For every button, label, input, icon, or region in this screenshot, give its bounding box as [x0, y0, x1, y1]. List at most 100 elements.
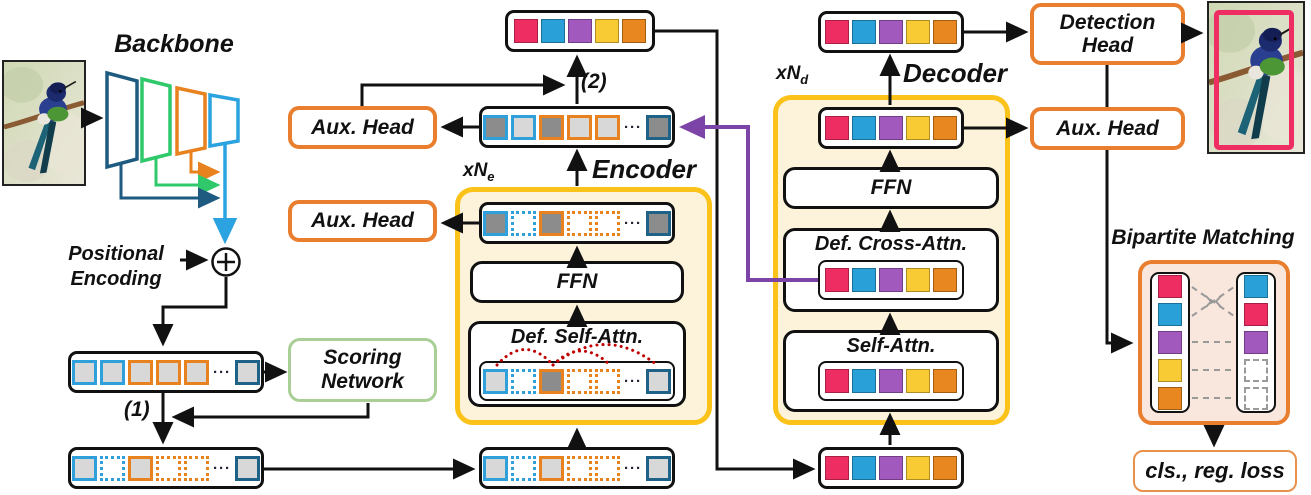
token-orange-light: [184, 359, 209, 385]
token-q-purple: [879, 20, 903, 44]
token-q-purple: [879, 116, 903, 140]
decoder-final-output-row: [818, 11, 964, 53]
token-q-blue: [541, 19, 565, 43]
token-navy-light: [235, 359, 260, 385]
token-q-purple: [879, 268, 903, 292]
token-orange-light: [595, 114, 620, 140]
token-q-yellow: [1158, 359, 1182, 382]
token-q-purple: [568, 19, 592, 43]
bipartite-prediction-column: [1150, 272, 1190, 413]
token-q-blue: [1158, 303, 1182, 326]
loss-label: cls., reg. loss: [1145, 457, 1285, 483]
token-orange-light: [567, 114, 592, 140]
backbone-stage-1: [105, 70, 139, 170]
token-q-pink: [825, 369, 849, 393]
ellipsis: ···: [213, 459, 231, 477]
bipartite-matching-label: Bipartite Matching: [1111, 226, 1295, 249]
aux-head-decoder: Aux. Head: [1030, 107, 1185, 150]
token-blue-dark: [483, 210, 508, 236]
token-orange-dotted: [595, 368, 620, 394]
backbone-stage-2: [140, 76, 172, 164]
token-q-pink: [514, 19, 538, 43]
backbone-token-row: ···: [68, 351, 264, 393]
token-blue-dark: [483, 114, 508, 140]
token-orange-dotted: [567, 210, 592, 236]
token-q-pink: [825, 20, 849, 44]
selected-query-row: [505, 10, 655, 52]
token-q-pink: [825, 456, 849, 480]
token-blue-light: [483, 368, 508, 394]
output-image: [1207, 1, 1305, 154]
token-navy-dark: [646, 114, 671, 140]
token-q-yellow: [906, 456, 930, 480]
token-q-qorange: [1158, 387, 1182, 410]
token-q-purple: [1244, 331, 1268, 354]
decoder-label: Decoder: [903, 58, 1008, 88]
token-navy-light: [646, 368, 671, 394]
token-orange-dotted: [595, 455, 620, 481]
bipartite-groundtruth-column: [1236, 272, 1276, 413]
hummingbird-photo: [4, 62, 84, 184]
token-orange-dark: [539, 210, 564, 236]
token-blue-dotted: [511, 455, 536, 481]
token-orange-dotted: [567, 455, 592, 481]
scoring-network-box: Scoring Network: [288, 338, 437, 402]
token-q-yellow: [906, 20, 930, 44]
detection-head-line1: Detection: [1059, 10, 1156, 34]
token-q-blue: [852, 20, 876, 44]
token-q-pink: [1244, 303, 1268, 326]
aux-head-encoder-output: Aux. Head: [288, 106, 437, 149]
token-orange-dark: [539, 114, 564, 140]
decoder-output-token-row: [818, 107, 964, 149]
token-q-blue: [852, 116, 876, 140]
def-cross-attn-label: Def. Cross-Attn.: [814, 233, 968, 255]
aux-head-encoder-inner: Aux. Head: [288, 200, 437, 242]
token-q-yellow: [595, 19, 619, 43]
token-q-purple: [879, 369, 903, 393]
token-q-yellow: [906, 268, 930, 292]
token-orange-light: [156, 359, 181, 385]
decoder-ffn-box: FFN: [783, 167, 999, 209]
encoder-final-output-row: ···: [479, 106, 675, 148]
token-orange-light: [128, 359, 153, 385]
input-image: [2, 60, 86, 186]
token-orange-dotted: [184, 455, 209, 481]
encoder-repeat-label: xNe: [463, 160, 495, 184]
ellipsis: ···: [624, 372, 642, 390]
token-blue-light: [72, 455, 97, 481]
decoder-input-query-row: [818, 447, 964, 489]
ellipsis: ···: [213, 363, 231, 381]
token-orange-dark: [539, 368, 564, 394]
token-q-blue: [852, 369, 876, 393]
token-orange-dotted: [156, 455, 181, 481]
token-navy-light: [235, 455, 260, 481]
detection-head-line2: Head: [1081, 34, 1134, 57]
detection-head-box: Detection Head: [1030, 3, 1185, 65]
self-attn-label: Self-Attn.: [846, 335, 936, 357]
token-orange-dotted: [595, 210, 620, 236]
def-self-attn-label: Def. Self-Attn.: [510, 326, 644, 348]
token-q-blue: [852, 456, 876, 480]
aux-head-label: Aux. Head: [311, 115, 414, 139]
decoder-cross-attn-token-row: [818, 260, 964, 300]
token-blue-light: [72, 359, 97, 385]
token-orange-light: [128, 455, 153, 481]
token-q-qorange: [933, 116, 957, 140]
backbone-stage-4: [208, 92, 240, 149]
token-blue-dotted: [511, 210, 536, 236]
loss-box: cls., reg. loss: [1133, 450, 1297, 492]
scoring-network-line1: Scoring: [323, 345, 402, 369]
token-q-dashed: [1244, 359, 1268, 382]
scoring-network-line2: Network: [321, 370, 404, 393]
detection-bounding-box: [1214, 10, 1294, 150]
token-q-qorange: [933, 456, 957, 480]
token-q-pink: [825, 116, 849, 140]
token-q-pink: [825, 268, 849, 292]
ellipsis: ···: [624, 459, 642, 477]
token-q-yellow: [906, 116, 930, 140]
decoder-ffn-label: FFN: [870, 176, 912, 199]
aux-head-label: Aux. Head: [311, 209, 414, 233]
hummingbird-photo-detected: [1209, 3, 1303, 152]
token-navy-light: [646, 455, 671, 481]
